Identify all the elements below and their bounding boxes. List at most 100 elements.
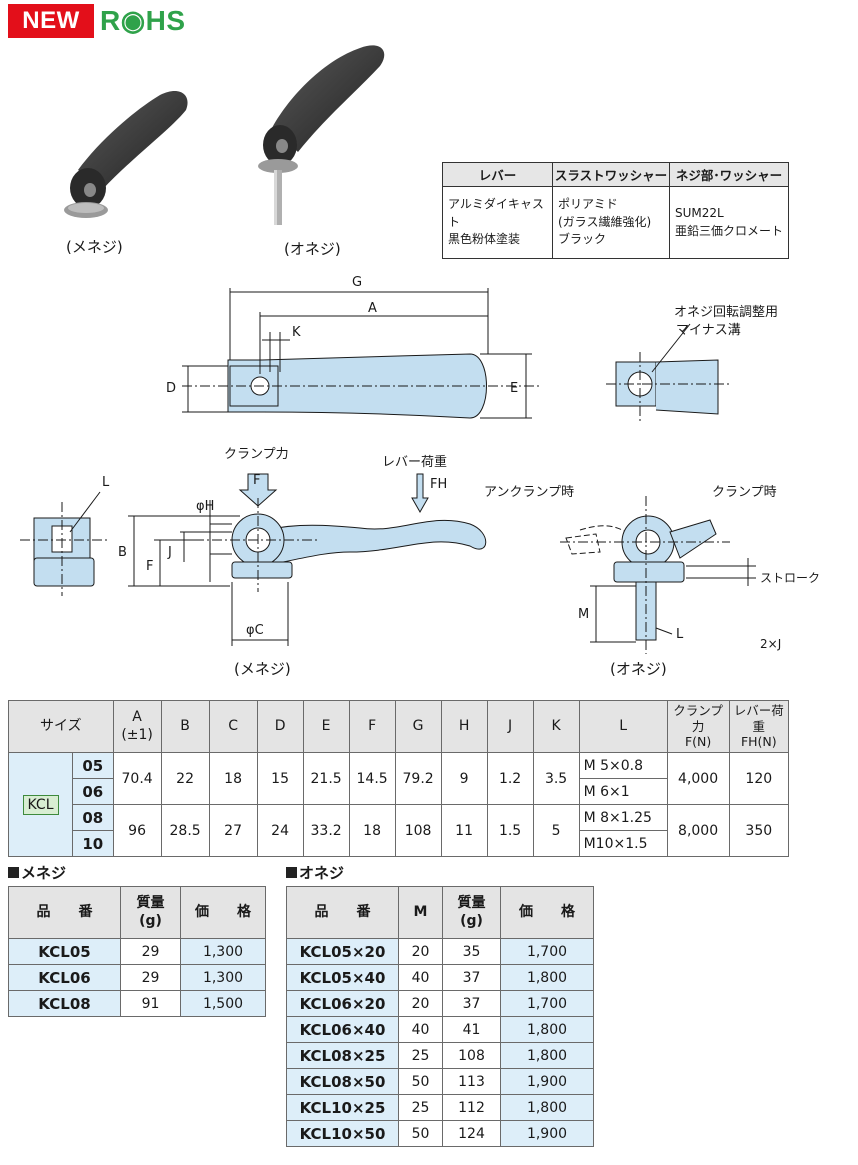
spec-K: 5 (532, 804, 580, 857)
label-L-right: L (676, 627, 684, 642)
male-lever-photo (258, 45, 385, 225)
spec-header-D: D (256, 700, 304, 753)
female-header-mass: 質量 (g) (120, 886, 181, 939)
spec-J: 1.5 (486, 804, 534, 857)
size-08: 08 (72, 804, 114, 831)
female-section-title: メネジ (8, 862, 66, 883)
spec-B: 22 (160, 752, 210, 805)
series-badge: KCL (22, 794, 59, 815)
size-05: 05 (72, 752, 114, 779)
spec-header-J: J (486, 700, 534, 753)
male-header-part: 品 番 (286, 886, 399, 939)
male-header-price: 価 格 (500, 886, 594, 939)
label-FH: FH (430, 477, 447, 492)
spec-load: 350 (728, 804, 790, 857)
label-2J: 2×J (760, 637, 781, 651)
spec-C: 27 (208, 804, 258, 857)
material-thread: SUM22L 亜鉛三価クロメート (669, 186, 789, 259)
label-phiH: φH (196, 499, 214, 514)
size-06: 06 (72, 778, 114, 805)
product-photos (64, 45, 385, 225)
spec-G: 79.2 (394, 752, 442, 805)
spec-K: 3.5 (532, 752, 580, 805)
spec-header-L: L (578, 700, 668, 753)
label-J: J (167, 545, 172, 560)
male-photo-caption: (オネジ) (284, 240, 341, 258)
material-table: レバー スラストワッシャー ネジ部･ワッシャー アルミダイキャスト 黒色粉体塗装… (442, 162, 789, 259)
spec-header-force: クランプ力 F(N) (666, 700, 730, 753)
label-phiC: φC (246, 623, 264, 638)
technical-drawing: G A K D E オネジ回転調整用 マイナス溝 クランプ力 F レバー荷重 F… (20, 275, 820, 678)
spec-C: 18 (208, 752, 258, 805)
spec-L: M 6×1 (578, 778, 668, 805)
female-photo-caption: (メネジ) (66, 238, 123, 256)
spec-force: 8,000 (666, 804, 730, 857)
table-row: KCL06 29 1,300 (8, 964, 266, 991)
new-badge: NEW (8, 4, 94, 38)
label-unclamp: アンクランプ時 (484, 485, 574, 500)
spec-L: M10×1.5 (578, 830, 668, 857)
spec-load: 120 (728, 752, 790, 805)
table-row: KCL05 29 1,300 (8, 938, 266, 965)
table-row: 08 96 28.5 27 24 33.2 18 108 11 1.5 5 M … (9, 804, 790, 857)
spec-F: 18 (348, 804, 396, 857)
spec-header-E: E (302, 700, 350, 753)
label-L-left: L (102, 475, 110, 490)
spec-header-G: G (394, 700, 442, 753)
label-K: K (292, 325, 301, 340)
spec-header-K: K (532, 700, 580, 753)
spec-H: 11 (440, 804, 488, 857)
spec-G: 108 (394, 804, 442, 857)
female-header-part: 品 番 (8, 886, 121, 939)
label-D: D (166, 381, 176, 396)
label-F-arrow: F (253, 473, 260, 488)
spec-header-C: C (208, 700, 258, 753)
male-section-title: オネジ (286, 862, 344, 883)
spec-E: 33.2 (302, 804, 350, 857)
square-bullet-icon (286, 867, 297, 878)
rohs-logo: R◉HS (100, 4, 186, 36)
material-header-washer: スラストワッシャー (552, 162, 670, 187)
label-clamp: クランプ時 (712, 485, 777, 500)
spec-header-load: レバー荷重 FH(N) (728, 700, 790, 753)
female-price-table: 品 番 質量 (g) 価 格 KCL05 29 1,300 KCL06 29 1… (8, 886, 266, 1017)
material-washer: ポリアミド (ガラス繊維強化) ブラック (552, 186, 670, 259)
square-bullet-icon (8, 867, 19, 878)
spec-header-A: A (±1) (112, 700, 162, 753)
label-A: A (368, 301, 377, 316)
label-lever-load: レバー荷重 (382, 454, 447, 470)
label-stroke: ストローク (760, 571, 820, 585)
table-row: 10 M10×1.5 (9, 830, 789, 857)
label-F: F (146, 559, 153, 574)
material-header-lever: レバー (442, 162, 553, 187)
slot-note-line-1: オネジ回転調整用 (674, 305, 778, 320)
label-male-view: (オネジ) (610, 660, 667, 678)
spec-D: 24 (256, 804, 304, 857)
series-cell: KCL (8, 752, 73, 857)
spec-H: 9 (440, 752, 488, 805)
spec-A: 70.4 (112, 752, 162, 805)
male-header-M: M (398, 886, 443, 939)
material-header-thread: ネジ部･ワッシャー (669, 162, 789, 187)
size-10: 10 (72, 830, 114, 857)
label-G: G (352, 275, 362, 290)
spec-B: 28.5 (160, 804, 210, 857)
spec-header-H: H (440, 700, 488, 753)
label-B: B (118, 545, 127, 560)
female-lever-photo (64, 90, 188, 218)
spec-header-F: F (348, 700, 396, 753)
spec-A: 96 (112, 804, 162, 857)
female-header-price: 価 格 (180, 886, 266, 939)
slot-note-line-2: マイナス溝 (676, 323, 741, 338)
side-view-lever (239, 519, 487, 567)
label-female-view: (メネジ) (234, 660, 291, 678)
table-row: KCL08 91 1,500 (8, 990, 266, 1017)
male-header-mass: 質量 (g) (442, 886, 501, 939)
spec-force: 4,000 (666, 752, 730, 805)
spec-header-B: B (160, 700, 210, 753)
